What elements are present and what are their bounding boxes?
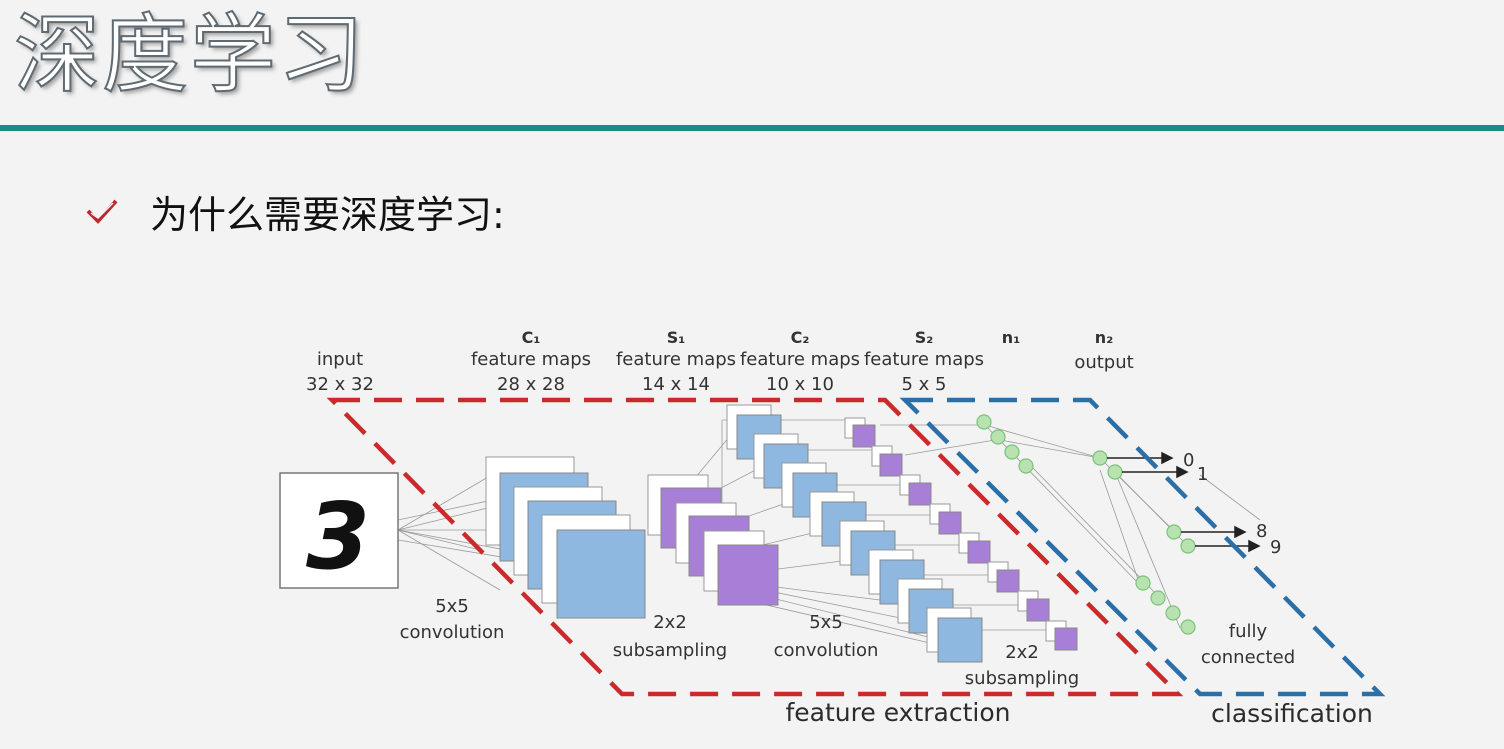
c1-symbol: C₁ <box>522 328 541 347</box>
conv2-label: convolution <box>774 640 879 661</box>
fc-label-2: connected <box>1201 647 1295 668</box>
bullet-text: 为什么需要深度学习: <box>150 192 505 237</box>
sub2-size: 2x2 <box>1005 642 1039 663</box>
input-digit: 3 <box>306 483 370 590</box>
c2-symbol: C₂ <box>791 328 810 347</box>
bullet-row: 为什么需要深度学习: <box>82 185 505 237</box>
title-divider <box>0 125 1504 131</box>
conv1-size: 5x5 <box>435 596 469 617</box>
s1-feature-maps <box>647 474 779 606</box>
n1-symbol: n₁ <box>1002 328 1020 347</box>
output-arrows <box>1107 451 1261 553</box>
c1-feature-maps <box>485 456 646 619</box>
classification-label: classification <box>1211 699 1373 728</box>
feature-extraction-box <box>326 397 1184 697</box>
fc-label-1: fully <box>1229 621 1268 642</box>
sub2-label: subsampling <box>965 668 1079 689</box>
n2-label: output <box>1074 352 1133 373</box>
n2-symbol: n₂ <box>1095 328 1113 347</box>
neurons <box>976 414 1196 635</box>
classification-box <box>899 397 1386 697</box>
input-label: input <box>317 349 363 370</box>
s1-symbol: S₁ <box>667 328 686 347</box>
conv2-size: 5x5 <box>809 612 843 633</box>
s2-symbol: S₂ <box>915 328 934 347</box>
s2-label: feature maps <box>864 349 984 370</box>
c1-size: 28 x 28 <box>497 374 565 395</box>
feature-extraction-label: feature extraction <box>786 698 1011 727</box>
output-0: 0 <box>1183 450 1194 471</box>
conv1-label: convolution <box>400 622 505 643</box>
output-9: 9 <box>1270 537 1281 558</box>
sub1-size: 2x2 <box>653 612 687 633</box>
input-size: 32 x 32 <box>306 374 374 395</box>
sub1-label: subsampling <box>613 640 727 661</box>
s2-feature-maps <box>844 417 1078 651</box>
s1-size: 14 x 14 <box>642 374 710 395</box>
c1-label: feature maps <box>471 349 591 370</box>
checkmark-icon <box>86 199 118 224</box>
s2-size: 5 x 5 <box>902 374 947 395</box>
c2-feature-maps <box>726 404 983 663</box>
s1-label: feature maps <box>616 349 736 370</box>
c2-label: feature maps <box>740 349 860 370</box>
input-image: 3 <box>279 472 399 590</box>
slide-title: 深度学习 <box>13 4 366 106</box>
c2-size: 10 x 10 <box>766 374 834 395</box>
output-1: 1 <box>1197 464 1208 485</box>
output-8: 8 <box>1256 521 1267 542</box>
